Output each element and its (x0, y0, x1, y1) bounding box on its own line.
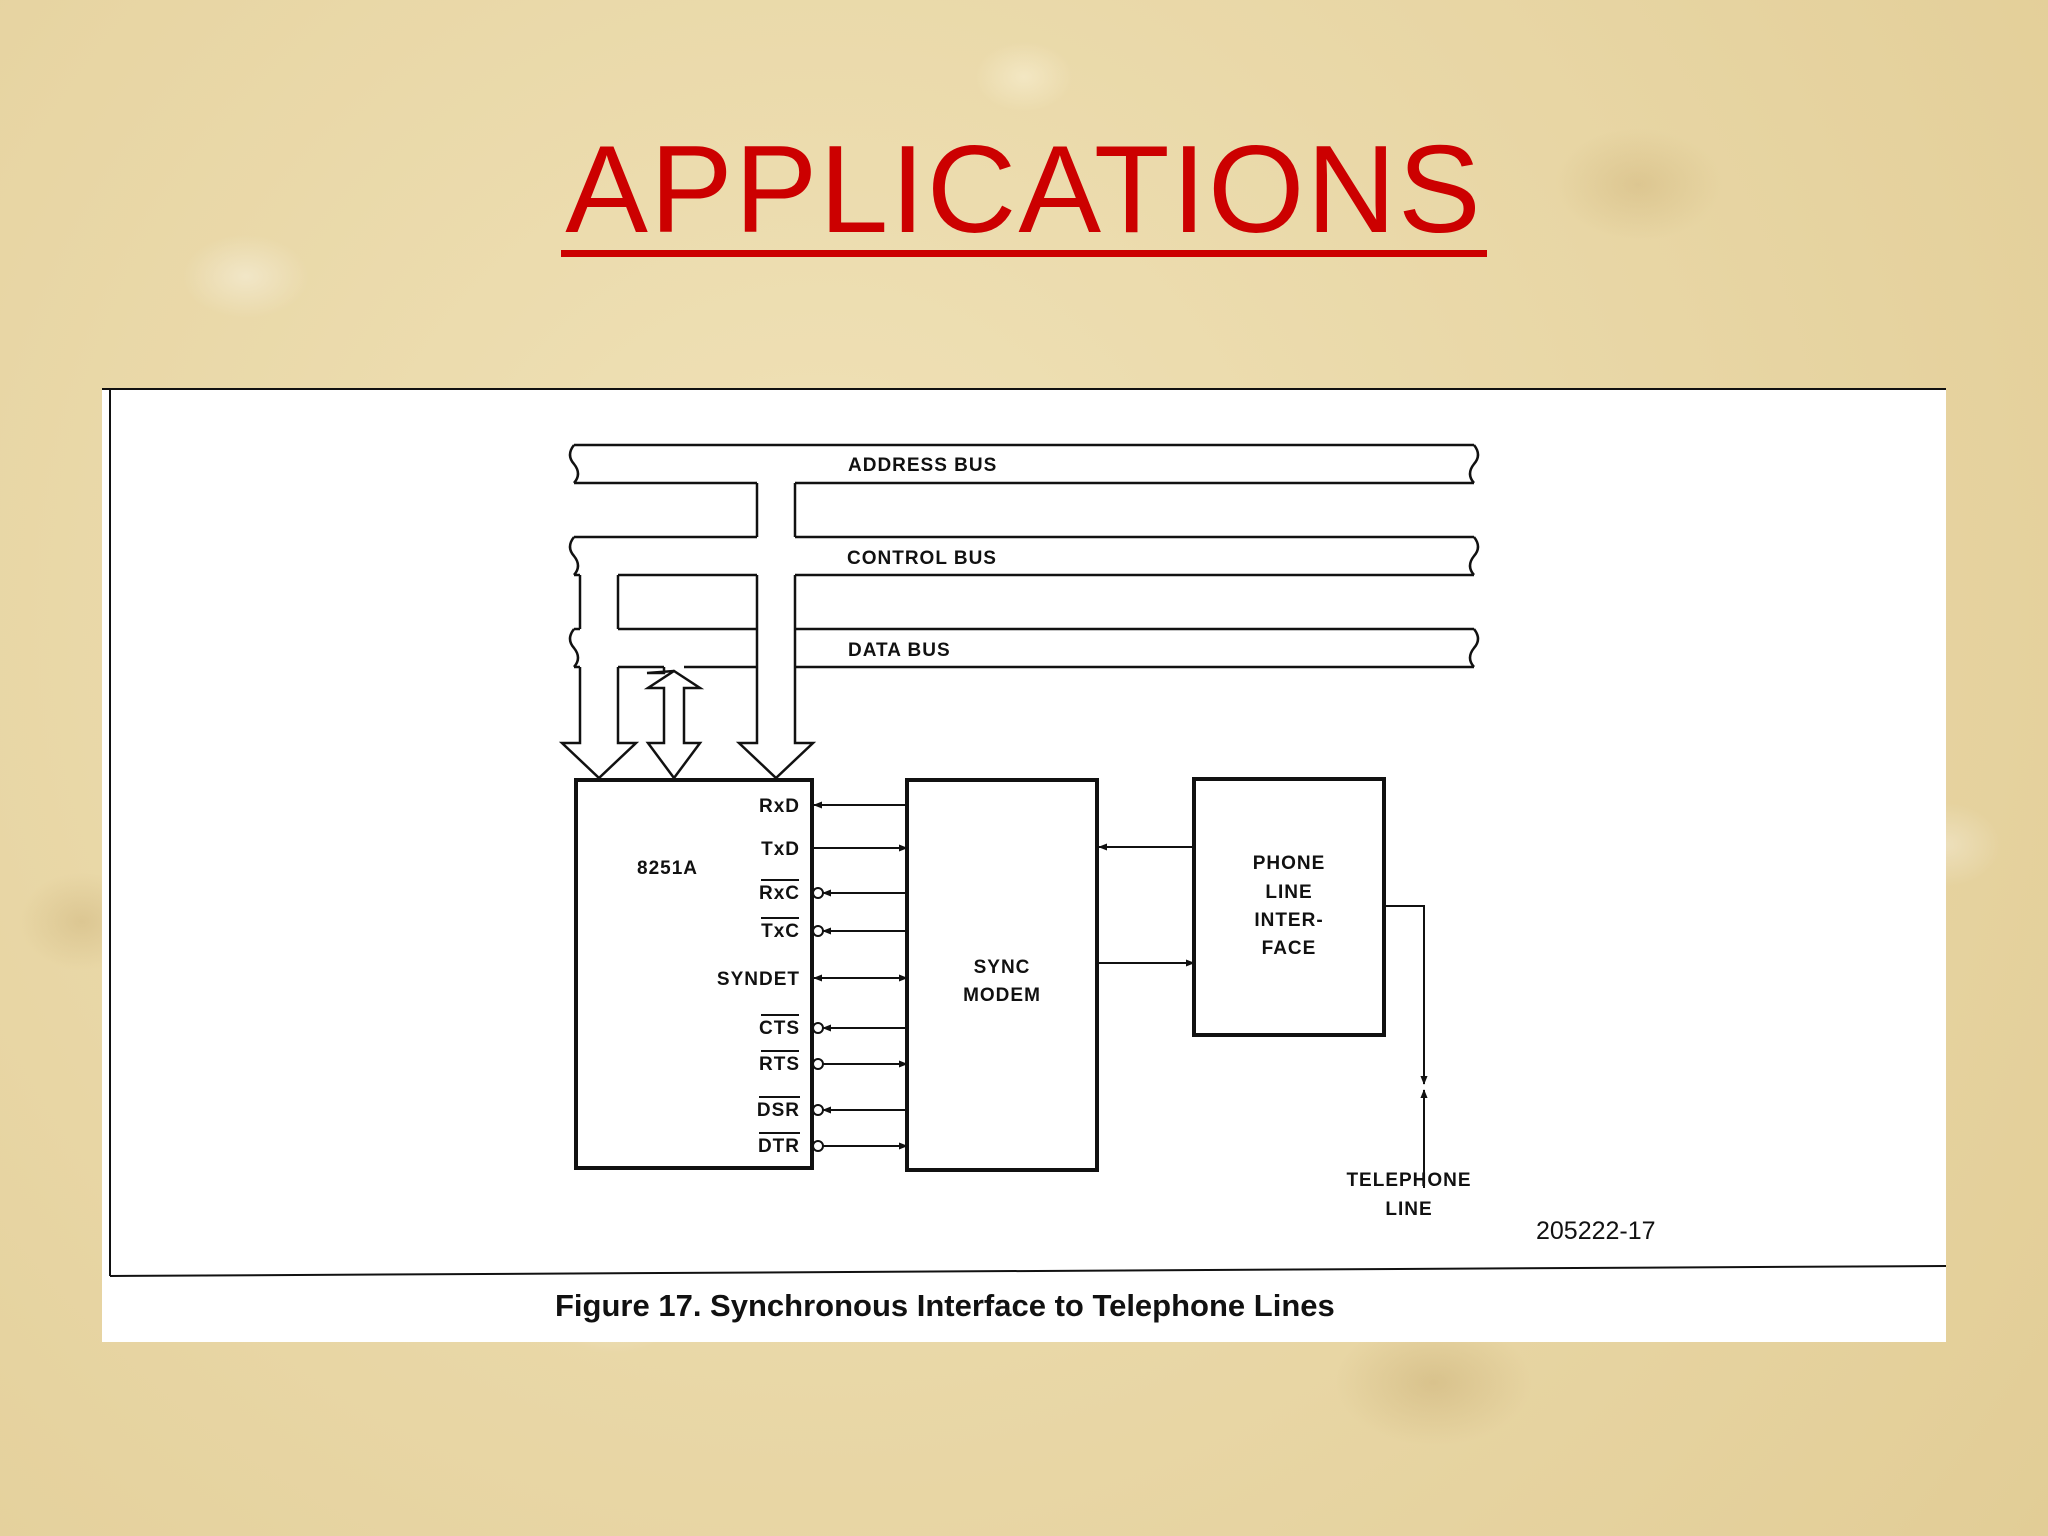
control-bus (568, 535, 1480, 577)
telephone-line-label-line2: LINE (1385, 1199, 1432, 1220)
pin-syndet: SYNDET (717, 969, 800, 990)
chip-name: 8251A (637, 858, 698, 879)
telephone-line-connection (1386, 905, 1428, 1188)
address-bus-label: ADDRESS BUS (848, 455, 997, 476)
slide-title-text: APPLICATIONS (561, 128, 1487, 257)
control-bus-label: CONTROL BUS (847, 548, 997, 569)
control-bus-tap (558, 575, 640, 780)
phone-interface-line4: FACE (1262, 938, 1317, 959)
pin-txc: TxC (761, 921, 800, 942)
data-bus (568, 627, 1480, 669)
data-bus-bidirectional-tap (643, 667, 705, 781)
pin-txd: TxD (761, 839, 800, 860)
figure-number: 205222-17 (1536, 1217, 1656, 1245)
inversion-bubbles (812, 887, 824, 1152)
modem-label-line1: SYNC (974, 957, 1031, 978)
phone-line-interface-box (1192, 777, 1386, 1037)
pin-rxc: RxC (759, 883, 800, 904)
figure-panel: ADDRESS BUS CONTROL BUS DATA BUS (102, 388, 1946, 1342)
phone-interface-line2: LINE (1265, 882, 1312, 903)
pin-dtr: DTR (758, 1136, 800, 1157)
phone-interface-line3: INTER- (1254, 910, 1323, 931)
address-bus-tap (735, 483, 817, 780)
pin-dsr: DSR (757, 1100, 800, 1121)
pin-rts: RTS (759, 1054, 800, 1075)
phone-interface-line1: PHONE (1253, 853, 1326, 874)
figure-caption: Figure 17. Synchronous Interface to Tele… (555, 1288, 1335, 1323)
telephone-line-label-line1: TELEPHONE (1346, 1170, 1471, 1191)
address-bus (568, 443, 1480, 485)
data-bus-label: DATA BUS (848, 640, 951, 661)
chip-modem-signals (813, 801, 908, 1150)
pin-rxd: RxD (759, 796, 800, 817)
figure-bottom-border (109, 1265, 1946, 1277)
slide-title: APPLICATIONS (0, 120, 2048, 260)
chip-8251a (574, 778, 814, 1170)
modem-label-line2: MODEM (963, 985, 1041, 1006)
modem-interface-signals (1098, 843, 1195, 967)
pin-cts: CTS (759, 1018, 800, 1039)
active-low-overbars (759, 879, 800, 1134)
block-diagram: ADDRESS BUS CONTROL BUS DATA BUS (102, 388, 1946, 1323)
